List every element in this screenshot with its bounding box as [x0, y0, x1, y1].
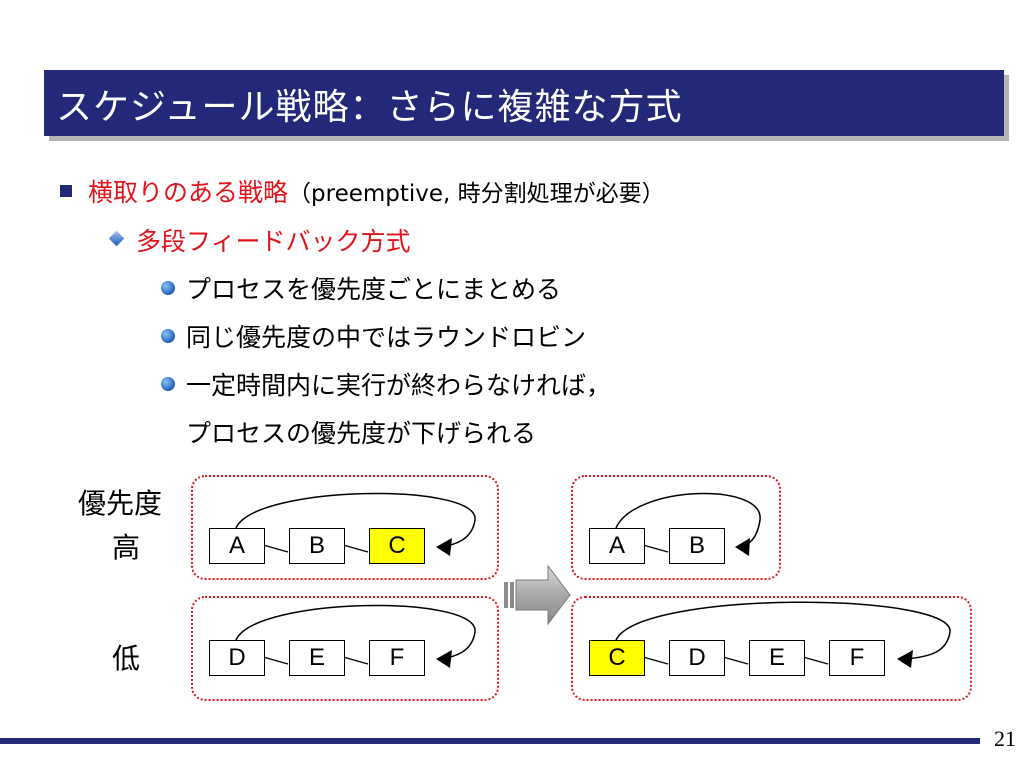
bullet-level3: プロセスを優先度ごとにまとめる: [186, 275, 562, 304]
square-bullet-icon: [60, 185, 72, 197]
round-bullet-icon: [161, 281, 175, 295]
queue-high-before: [191, 475, 499, 580]
process-node: B: [289, 528, 345, 564]
process-node: B: [669, 528, 725, 564]
bullet-level3: 一定時間内に実行が終わらなければ，: [186, 371, 612, 400]
queue-high-after: [571, 475, 781, 580]
footer-line: [0, 738, 980, 744]
process-node: D: [209, 640, 265, 676]
process-node-highlighted: C: [589, 640, 645, 676]
queue-low-after: [571, 596, 972, 701]
process-node: A: [589, 528, 645, 564]
bullet-level2: 多段フィードバック方式: [136, 227, 411, 256]
high-priority-label: 高: [112, 531, 141, 564]
process-node: D: [669, 640, 725, 676]
process-node: F: [369, 640, 425, 676]
page-number: 21: [994, 726, 1016, 751]
process-node: F: [829, 640, 885, 676]
process-node-highlighted: C: [369, 528, 425, 564]
bullet-level3: 同じ優先度の中ではラウンドロビン: [186, 323, 587, 352]
priority-label: 優先度: [78, 487, 163, 520]
round-bullet-icon: [161, 377, 175, 391]
round-bullet-icon: [161, 329, 175, 343]
process-node: E: [749, 640, 805, 676]
process-node: A: [209, 528, 265, 564]
bullet-level1: 横取りのある戦略（preemptive, 時分割処理が必要）: [88, 173, 665, 209]
slide-title: スケジュール戦略：さらに複雑な方式: [56, 87, 683, 128]
low-priority-label: 低: [112, 642, 141, 675]
bullet-level1-paren: （preemptive, 時分割処理が必要）: [288, 181, 665, 207]
bullet-level1-text: 横取りのある戦略: [88, 178, 289, 207]
transition-arrow-icon: [504, 564, 571, 626]
process-node: E: [289, 640, 345, 676]
queue-low-before: [191, 596, 499, 701]
title-bar: スケジュール戦略：さらに複雑な方式: [44, 70, 1004, 136]
bullet-level3-continued: プロセスの優先度が下げられる: [186, 419, 537, 448]
